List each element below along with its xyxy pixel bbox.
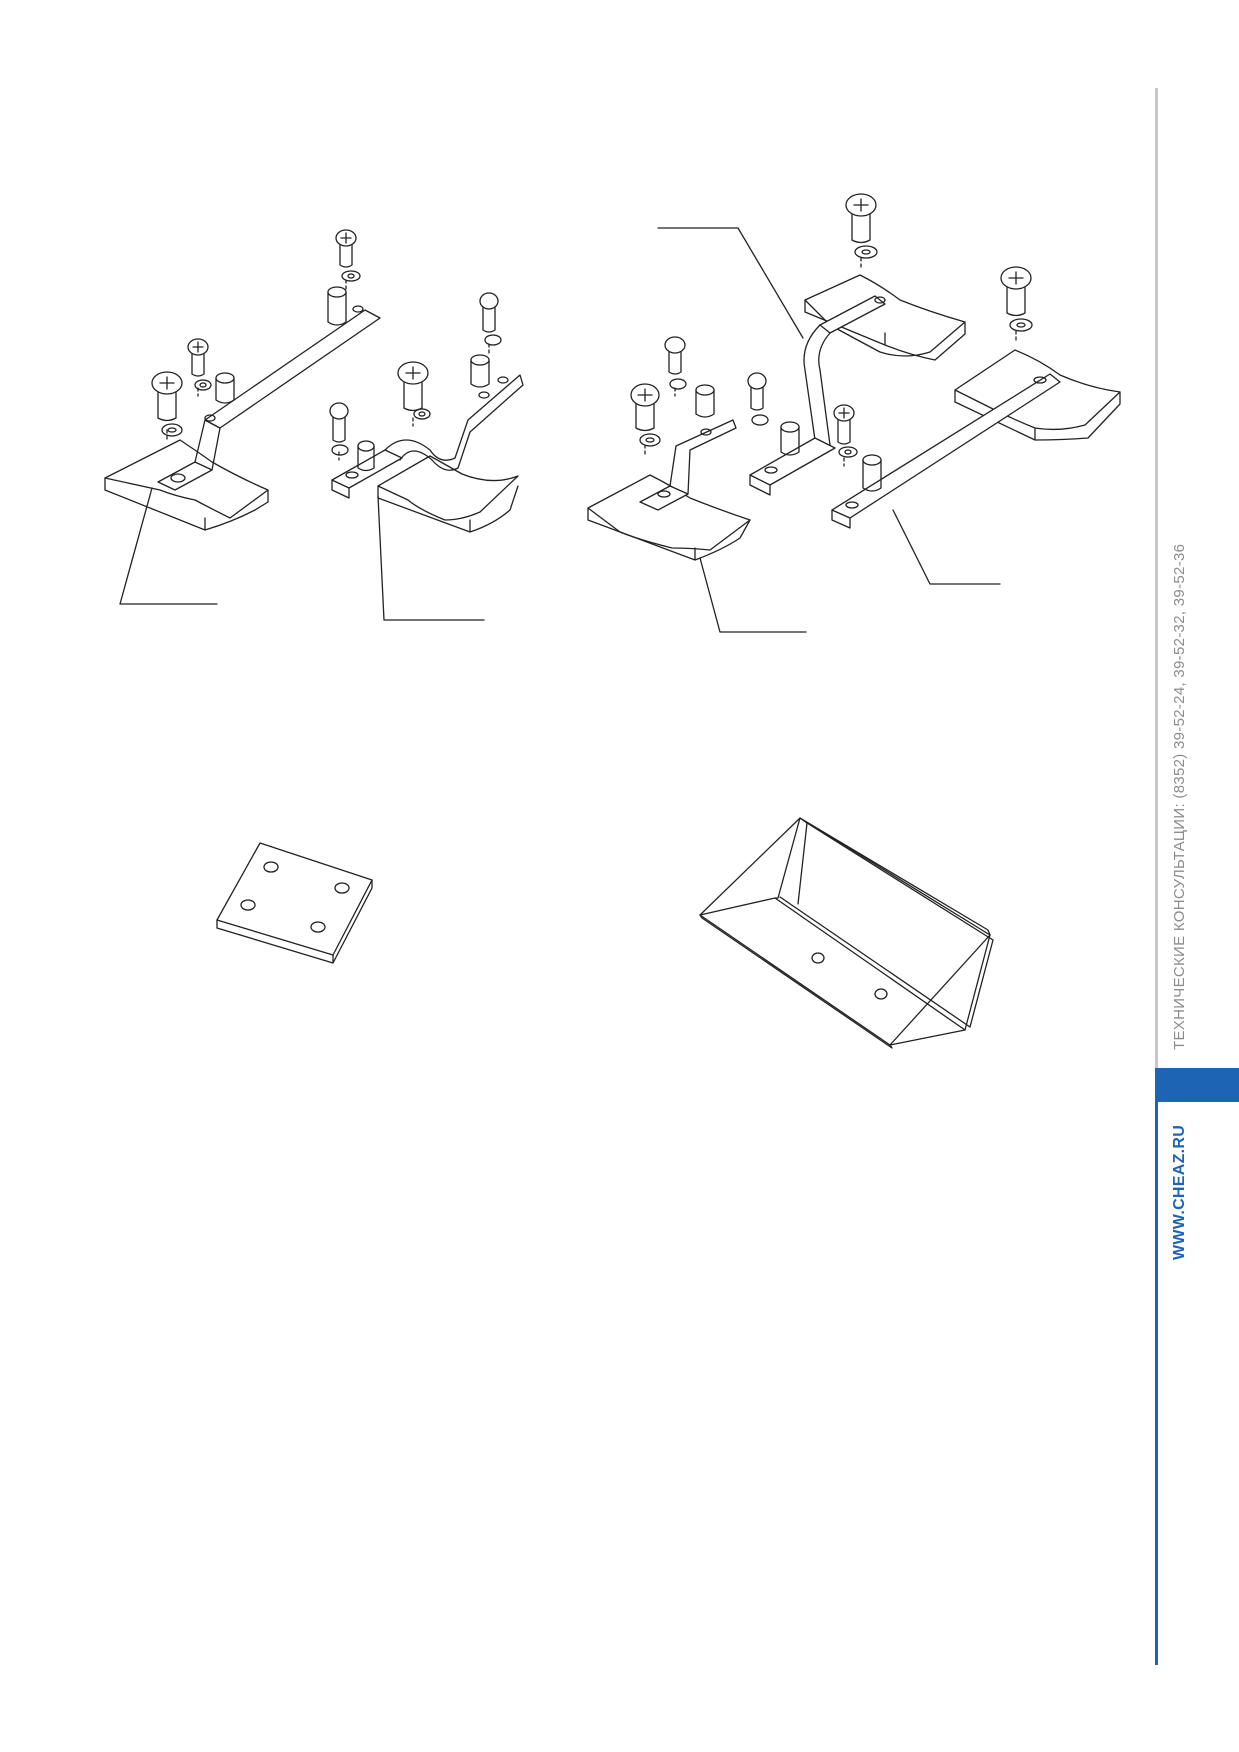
website-link[interactable]: WWW.CHEAZ.RU [1171, 1124, 1188, 1260]
figure-u-channel [700, 818, 993, 1048]
sidebar-accent-tab [1155, 1068, 1239, 1102]
figure-square-plate [217, 843, 372, 963]
figure-offset-strip [105, 230, 380, 604]
sidebar-rule-accent [1155, 1068, 1158, 1665]
sidebar-rule [1155, 88, 1158, 1068]
figure-double-bend-strip [330, 293, 523, 620]
figure-flat-strip [658, 194, 1120, 584]
figure-angle-bracket [588, 337, 806, 632]
contact-phones-text: ТЕХНИЧЕСКИЕ КОНСУЛЬТАЦИИ: (8352) 39-52-2… [1171, 543, 1188, 1050]
